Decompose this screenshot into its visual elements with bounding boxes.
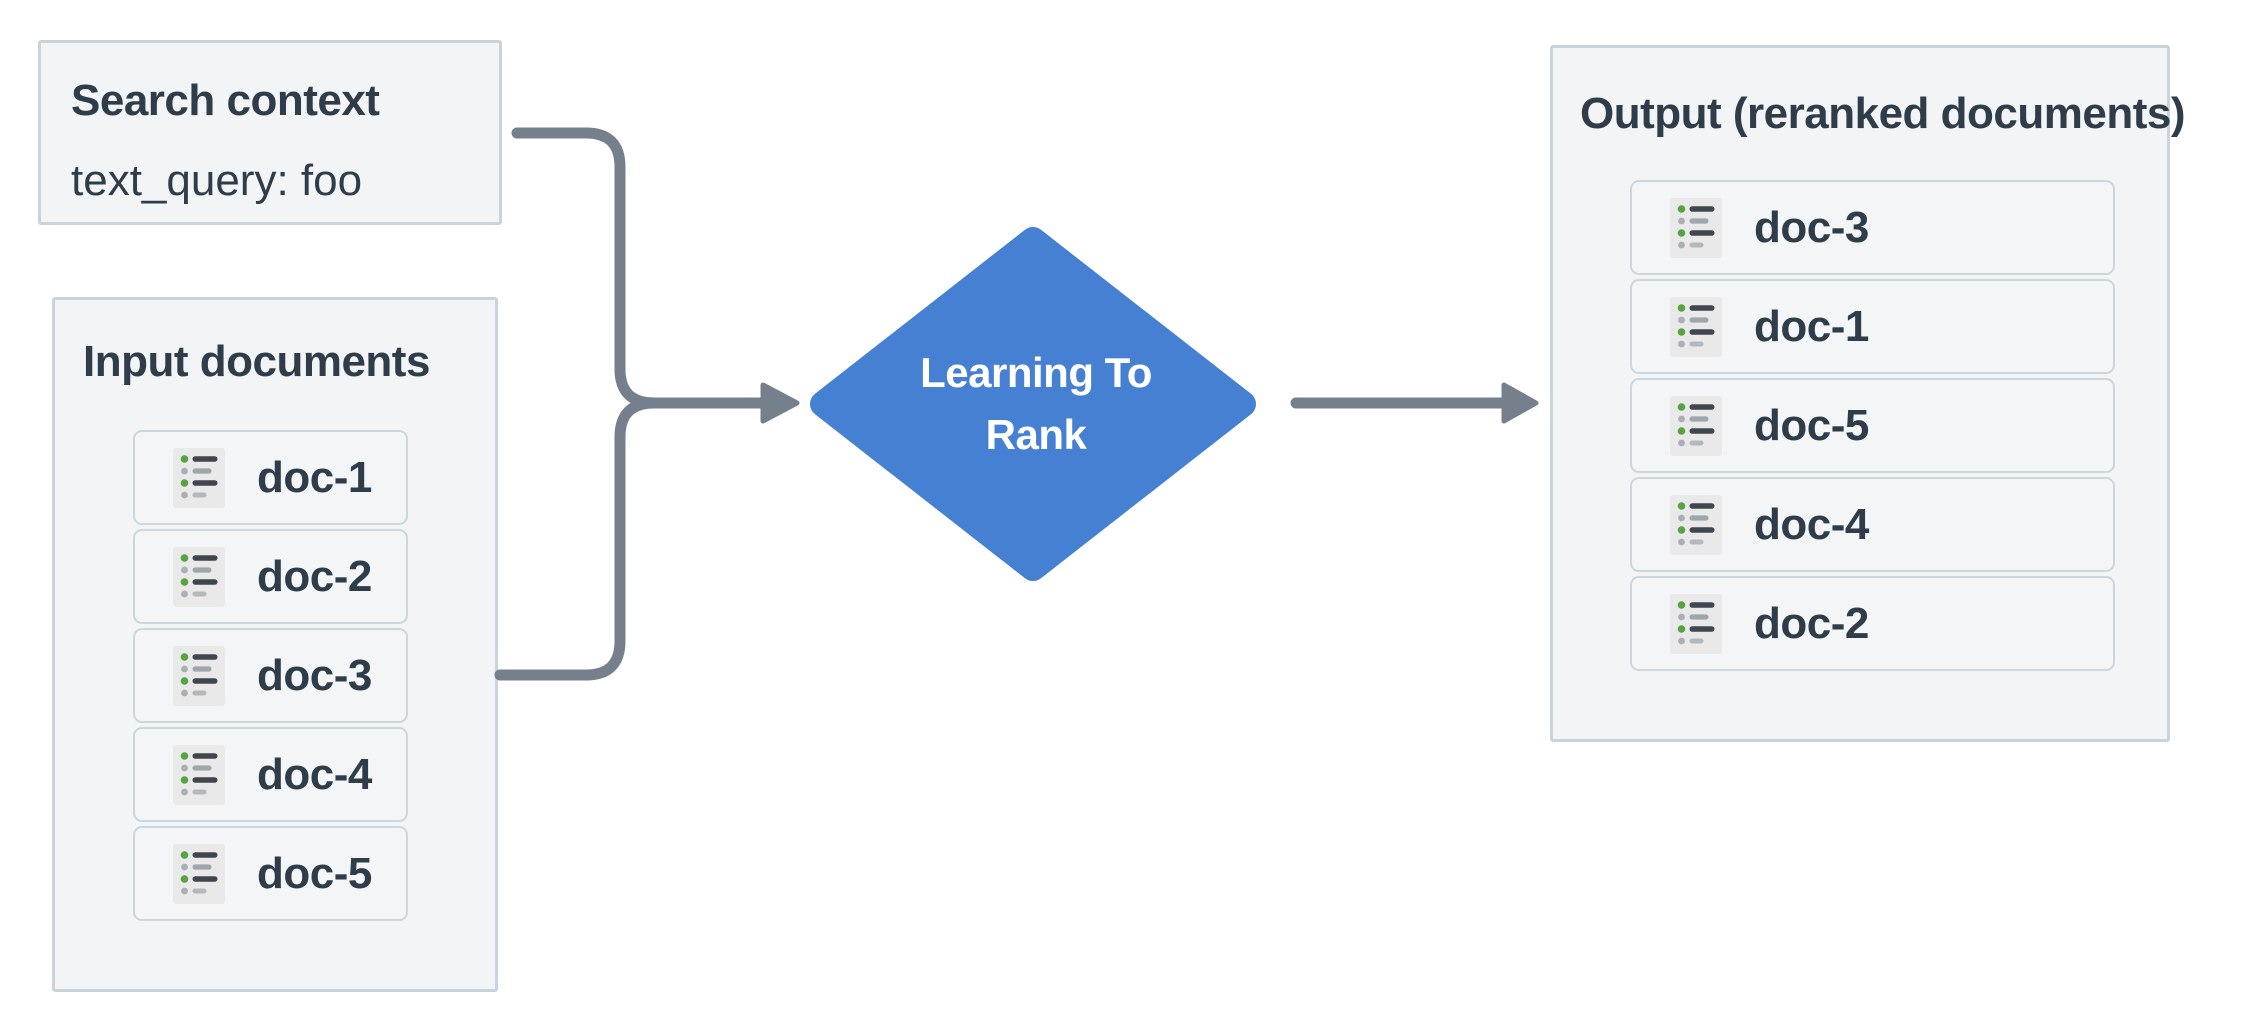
list-icon [173,447,225,508]
search-context-title: Search context [71,76,380,125]
doc-card: doc-5 [1630,378,2115,473]
learning-to-rank-diamond [810,227,1256,581]
doc-card: doc-2 [133,529,408,624]
search-context-query: text_query: foo [71,156,363,205]
list-icon [173,546,225,607]
doc-label: doc-4 [257,749,372,799]
list-icon [1670,593,1722,654]
search-context-panel: Search context text_query: foo [38,40,502,225]
arrowhead-icon [1501,382,1539,424]
search-to-diamond-connector [511,127,770,409]
doc-card: doc-2 [1630,576,2115,671]
doc-label: doc-5 [1754,400,1869,450]
doc-label: doc-3 [257,650,372,700]
list-icon [173,744,225,805]
doc-card: doc-3 [133,628,408,723]
doc-label: doc-4 [1754,499,1869,549]
doc-label: doc-1 [1754,301,1869,351]
doc-label: doc-2 [257,551,372,601]
list-icon [1670,494,1722,555]
list-icon [1670,296,1722,357]
doc-card: doc-1 [1630,279,2115,374]
output-documents-list: doc-3 doc-1 doc-5 doc-4 doc-2 [1630,180,2115,671]
input-documents-title: Input documents [83,337,430,386]
input-documents-panel: Input documents doc-1 doc-2 doc-3 doc-4 … [52,297,498,992]
doc-label: doc-1 [257,452,372,502]
output-documents-title: Output (reranked documents) [1580,89,2186,138]
output-documents-panel: Output (reranked documents) doc-3 doc-1 … [1550,45,2186,742]
list-icon [1670,197,1722,258]
doc-card: doc-4 [1630,477,2115,572]
doc-label: doc-5 [257,848,372,898]
doc-card: doc-5 [133,826,408,921]
list-icon [1670,395,1722,456]
doc-label: doc-2 [1754,598,1869,648]
doc-label: doc-3 [1754,202,1869,252]
learning-to-rank-label: Learning To Rank [876,342,1196,466]
input-documents-list: doc-1 doc-2 doc-3 doc-4 doc-5 [133,430,408,921]
list-icon [173,843,225,904]
docs-to-diamond-connector [494,397,660,681]
doc-card: doc-3 [1630,180,2115,275]
list-icon [173,645,225,706]
learning-to-rank-label-line2: Rank [985,411,1087,458]
doc-card: doc-4 [133,727,408,822]
learning-to-rank-label-line1: Learning To [920,349,1152,396]
doc-card: doc-1 [133,430,408,525]
